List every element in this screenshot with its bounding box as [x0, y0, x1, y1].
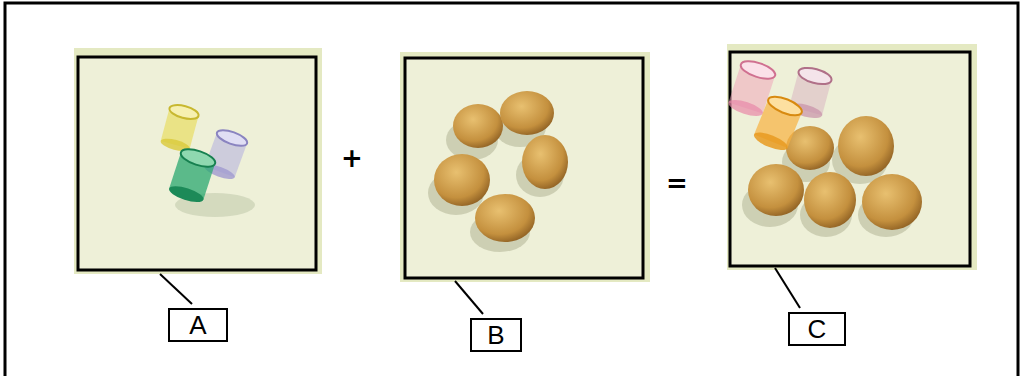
photo-potatoes	[400, 52, 650, 282]
panel-letter: B	[487, 322, 504, 348]
outer-frame	[5, 3, 1018, 376]
photo-cups-and-potatoes	[727, 44, 977, 270]
panel-letter: C	[808, 316, 827, 342]
label-box: C	[788, 312, 846, 346]
label-box: A	[168, 308, 228, 342]
operator-sign: =	[666, 170, 688, 196]
leader-line	[160, 268, 800, 314]
photo-cups	[74, 48, 322, 274]
label-box: B	[470, 318, 522, 352]
panel-letter: A	[189, 312, 206, 338]
operator-sign: +	[341, 145, 363, 171]
